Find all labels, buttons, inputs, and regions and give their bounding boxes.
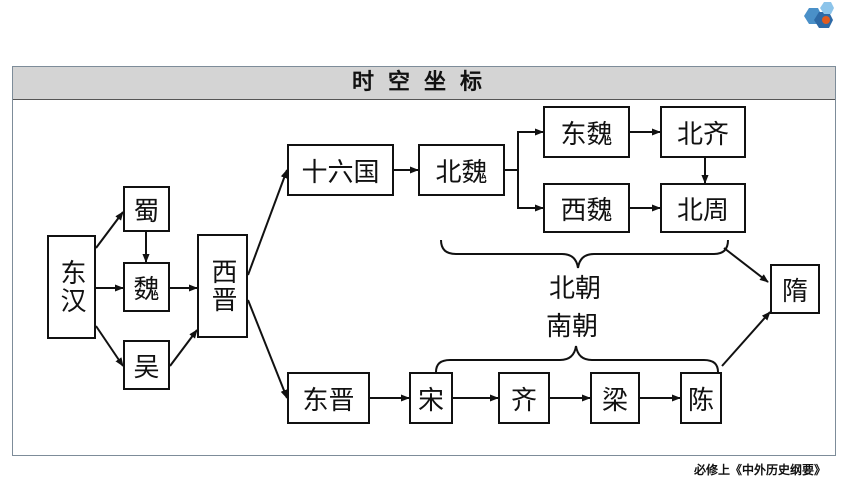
arrow-wu-xijin <box>169 329 198 367</box>
node-dongjin: 东晋 <box>287 372 370 424</box>
node-beizhou: 北周 <box>660 183 746 233</box>
brace-beichao <box>440 239 729 269</box>
node-song: 宋 <box>409 372 453 424</box>
diagram-title: 时空坐标 <box>13 67 835 100</box>
node-xiwei: 西魏 <box>543 183 630 233</box>
arrow-beiwei-xiwei <box>517 170 544 212</box>
arrow-xijin-dongjin <box>247 299 288 399</box>
arrow-donghan-wu <box>95 325 124 367</box>
node-shu: 蜀 <box>123 186 170 232</box>
node-wei: 魏 <box>123 262 170 312</box>
node-beiqi: 北齐 <box>660 106 746 158</box>
arrow-xijin-shiliuguo <box>247 169 288 276</box>
node-qi: 齐 <box>498 372 550 424</box>
arrow-beizhou-sui <box>723 247 769 283</box>
brace-nanchao <box>435 345 719 373</box>
hexagon-logo-icon <box>804 2 834 28</box>
node-wu: 吴 <box>123 340 170 390</box>
node-donghan: 东汉 <box>47 235 96 339</box>
node-shiliuguo: 十六国 <box>287 144 394 196</box>
node-beiwei: 北魏 <box>418 144 505 196</box>
label-nanchao: 南朝 <box>546 312 599 342</box>
arrow-beiwei-dongwei <box>505 128 544 171</box>
arrow-chen-sui <box>721 311 771 367</box>
node-sui: 隋 <box>770 264 820 314</box>
node-xijin: 西晋 <box>197 234 248 338</box>
node-chen: 陈 <box>680 372 722 424</box>
node-liang: 梁 <box>590 372 640 424</box>
label-beichao: 北朝 <box>549 274 602 304</box>
arrow-donghan-shu <box>95 211 124 249</box>
footer-caption: 必修上《中外历史纲要》 <box>693 463 826 477</box>
node-dongwei: 东魏 <box>543 106 630 158</box>
